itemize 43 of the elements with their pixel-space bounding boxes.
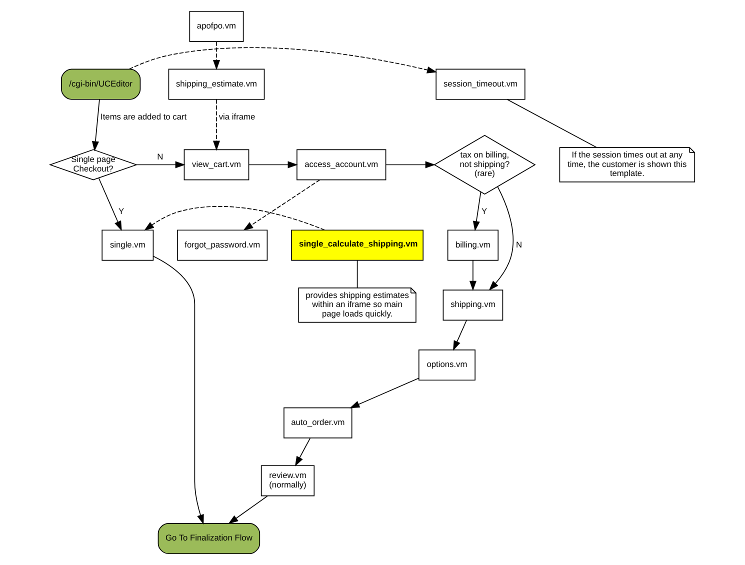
node-box: options.vm	[418, 350, 476, 381]
node-diamond: Single page Checkout?	[48, 149, 138, 180]
node-box: review.vm (normally)	[260, 465, 315, 496]
arrow	[92, 99, 100, 152]
node-box: auto_order.vm	[284, 407, 352, 438]
node-box: /cgi-bin/UCEditor	[61, 68, 141, 100]
node-diamond: tax on billing, not shipping? (rare)	[434, 134, 536, 195]
connector	[506, 98, 597, 148]
edge-label: Items are added to cart	[100, 111, 187, 122]
node-box: single_calculate_shipping.vm	[291, 230, 424, 261]
arrow	[98, 178, 122, 232]
node-box: shipping_estimate.vm	[168, 68, 265, 100]
arrow	[294, 438, 311, 466]
arrow	[350, 378, 420, 408]
arrow	[152, 256, 204, 525]
edge-label: Y	[481, 206, 488, 216]
arrow	[472, 191, 482, 232]
arrow	[243, 179, 320, 231]
arrow	[144, 206, 326, 231]
arrow	[453, 320, 467, 351]
node-box: access_account.vm	[296, 149, 386, 180]
arrow	[248, 161, 298, 168]
arrow	[488, 186, 514, 291]
connector	[356, 260, 358, 288]
edge-label: N	[516, 239, 522, 250]
node-box: single.vm	[102, 230, 154, 261]
arrow	[469, 260, 476, 291]
node-box: billing.vm	[447, 230, 499, 261]
node-box: forgot_password.vm	[177, 230, 268, 261]
arrow	[212, 99, 220, 151]
edge-label: Y	[118, 206, 124, 216]
arrow	[228, 496, 268, 524]
arrow	[136, 161, 186, 168]
arrow	[212, 41, 220, 70]
edge-label: N	[157, 152, 164, 162]
arrow	[128, 47, 438, 74]
node-box: session_timeout.vm	[436, 68, 526, 100]
node-box: view_cart.vm	[184, 149, 250, 180]
arrow	[385, 161, 436, 168]
node-box: Go To Finalization Flow	[158, 523, 260, 554]
node-box: shipping.vm	[442, 290, 504, 321]
node-box: apofpo.vm	[189, 10, 244, 42]
edge-label: via iframe	[218, 111, 256, 122]
